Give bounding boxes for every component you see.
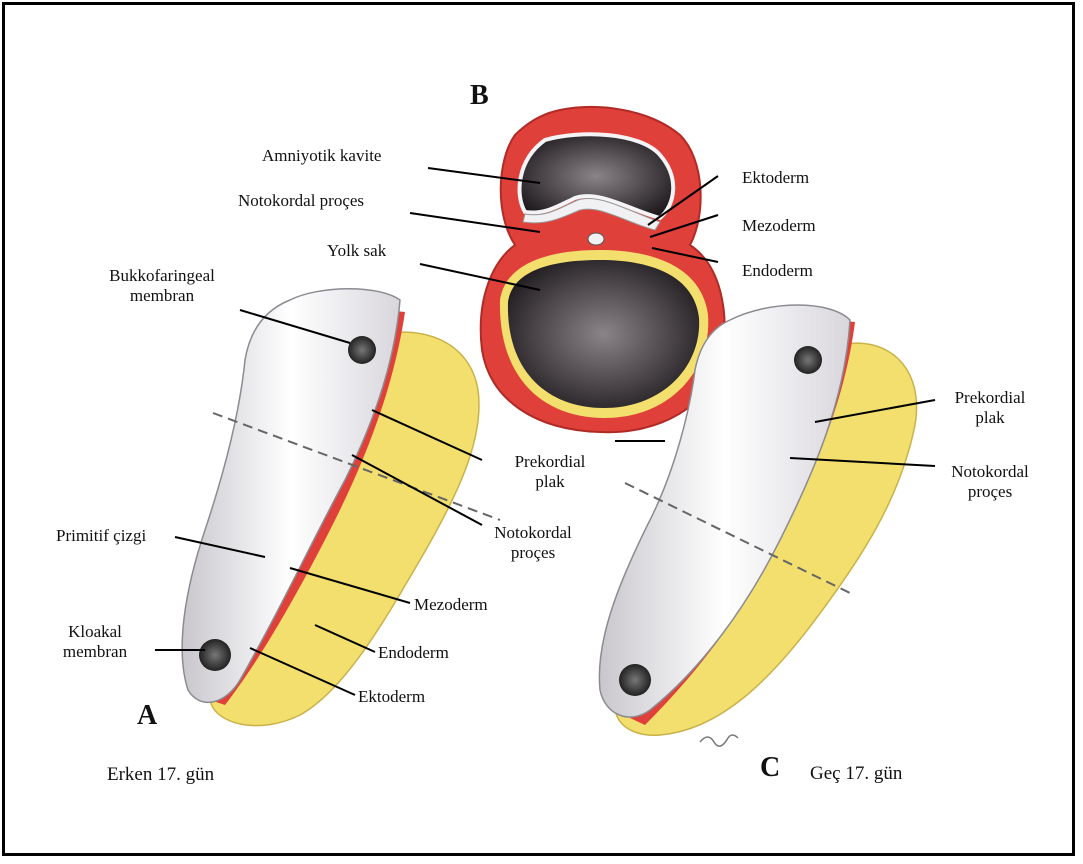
label-kloakal-membran: Kloakal membran [40, 622, 150, 662]
label-prekordial-c-line2: plak [935, 408, 1045, 428]
label-prekordial-a-line2: plak [495, 472, 605, 492]
label-notokordal-proces-c: Notokordal proçes [935, 462, 1045, 502]
label-notokordal-c-line1: Notokordal [935, 462, 1045, 482]
label-mezoderm-a: Mezoderm [414, 595, 488, 615]
buccopharyngeal-pit-a [348, 336, 376, 364]
cloacal-pit-a [199, 639, 231, 671]
label-ektoderm-a: Ektoderm [358, 687, 425, 707]
label-notokordal-a-line2: proçes [478, 543, 588, 563]
label-prekordial-plak-c: Prekordial plak [935, 388, 1045, 428]
label-endoderm-b: Endoderm [742, 261, 813, 281]
panel-label-a: A [137, 700, 157, 732]
label-notokordal-c-line2: proçes [935, 482, 1045, 502]
label-primitif-cizgi: Primitif çizgi [56, 526, 146, 546]
panel-label-b: B [470, 80, 489, 112]
label-prekordial-c-line1: Prekordial [935, 388, 1045, 408]
label-kloakal-line2: membran [40, 642, 150, 662]
caption-early: Erken 17. gün [107, 764, 214, 786]
caption-late: Geç 17. gün [810, 763, 902, 785]
label-kloakal-line1: Kloakal [40, 622, 150, 642]
label-yolk-sak: Yolk sak [327, 241, 386, 261]
label-amniyotik-kavite: Amniyotik kavite [262, 146, 381, 166]
label-notokordal-proces-a: Notokordal proçes [478, 523, 588, 563]
buccopharyngeal-pit-c [794, 346, 822, 374]
cross-section-b [481, 107, 725, 432]
label-notokordal-proces-b: Notokordal proçes [238, 191, 364, 211]
label-ektoderm-b: Ektoderm [742, 168, 809, 188]
panel-label-c: C [760, 752, 780, 784]
notochordal-process-b [588, 233, 604, 245]
label-bukkofaringeal-line2: membran [97, 286, 227, 306]
label-prekordial-plak-a: Prekordial plak [495, 452, 605, 492]
label-prekordial-a-line1: Prekordial [495, 452, 605, 472]
cloacal-pit-c [619, 664, 651, 696]
label-endoderm-a: Endoderm [378, 643, 449, 663]
label-bukkofaringeal-membran: Bukkofaringeal membran [97, 266, 227, 306]
label-notokordal-a-line1: Notokordal [478, 523, 588, 543]
label-mezoderm-b: Mezoderm [742, 216, 816, 236]
signature-mark [700, 735, 738, 746]
label-bukkofaringeal-line1: Bukkofaringeal [97, 266, 227, 286]
embryo-a [182, 289, 500, 726]
